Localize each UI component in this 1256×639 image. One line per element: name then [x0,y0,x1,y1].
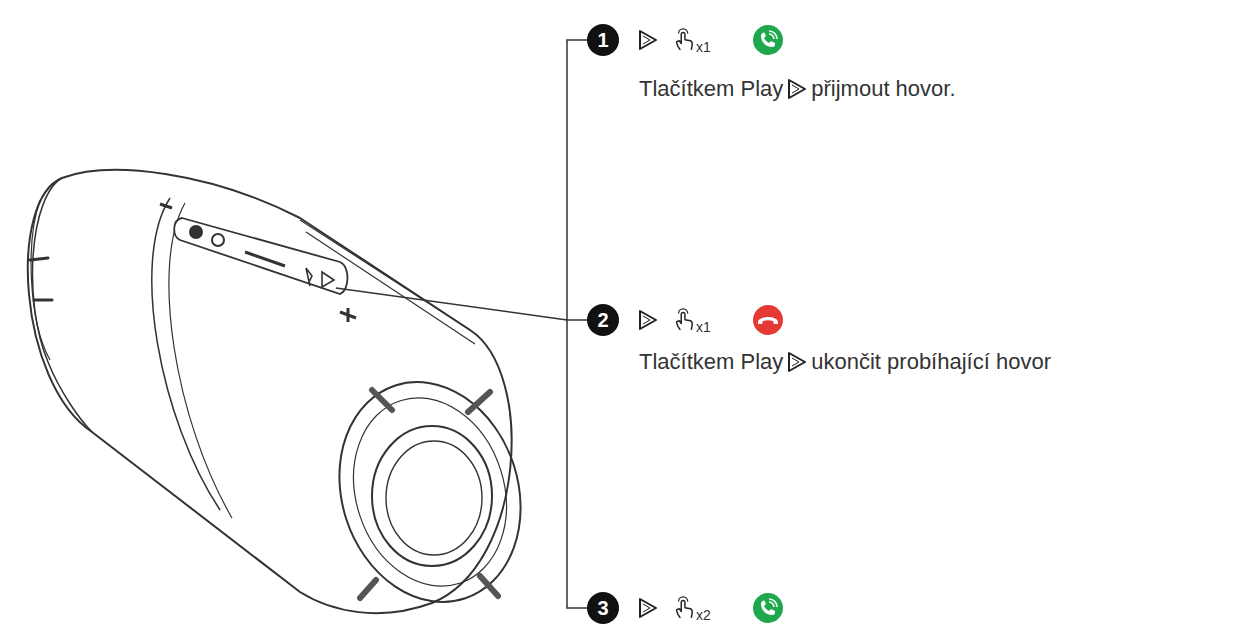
tap-count: x1 [696,39,711,55]
play-icon [640,599,656,617]
leader-line [336,40,588,608]
callout-number: 2 [588,305,618,335]
callout-circle [587,304,619,336]
accept-call-icon [753,25,783,55]
play-icon [786,351,808,373]
instruction-text: přijmout hovor. [811,76,955,102]
tap-icon [677,597,693,618]
instruction-line: Tlačítkem Play ukončit probíhající hovor [639,349,1051,375]
instruction-text: Tlačítkem Play [639,349,783,375]
speaker [28,170,548,626]
tap-count: x2 [696,607,711,623]
instruction-text: ukončit probíhající hovor [811,349,1051,375]
play-icon [640,31,656,49]
tap-icon [677,309,693,330]
play-icon [786,78,808,100]
end-call-icon [753,305,783,335]
accept-call-icon [753,593,783,623]
callout-circle [587,592,619,624]
callout-number: 3 [588,593,618,623]
tap-icon [677,29,693,50]
tap-count: x1 [696,319,711,335]
callout-number: 1 [588,25,618,55]
callout-circle [587,24,619,56]
instruction-line: Tlačítkem Play přijmout hovor. [639,76,956,102]
instruction-text: Tlačítkem Play [639,76,783,102]
play-icon [640,311,656,329]
